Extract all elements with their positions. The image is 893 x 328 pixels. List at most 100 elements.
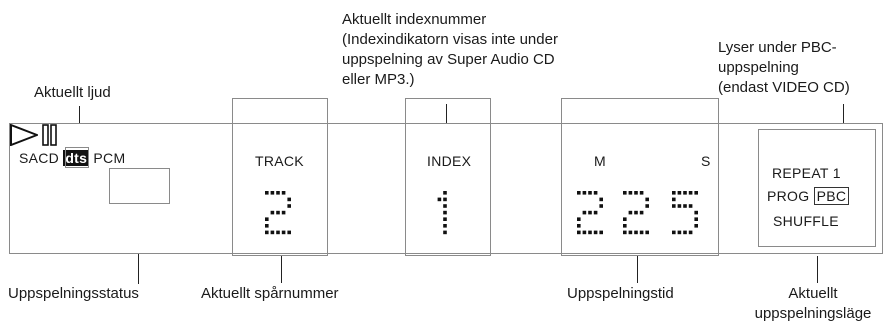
mode-box <box>758 129 876 247</box>
digit-dot <box>634 230 638 235</box>
leader-line-track <box>281 256 282 283</box>
current-track-annotation: Aktuellt spårnummer <box>201 285 339 302</box>
digit-dot <box>577 191 581 195</box>
display-panel: SACD dts PCM TRACK 2 INDEX 1 M S 2 2 5 R… <box>9 98 883 256</box>
index-label: INDEX <box>427 153 472 169</box>
repeat-number: 1 <box>832 165 841 181</box>
pbc-annotation-line: Lyser under PBC- <box>718 39 837 56</box>
digit-dot <box>688 204 693 208</box>
prog-indicator: PROG PBC <box>767 187 850 205</box>
digit-dot <box>599 204 603 208</box>
digit-dot <box>443 191 447 195</box>
digit-dot <box>287 204 291 208</box>
digit-dot <box>287 230 291 235</box>
digit-dot <box>270 230 275 235</box>
digit-dot <box>588 230 592 235</box>
digit-dot <box>593 230 598 235</box>
digit-dot <box>443 217 447 221</box>
digit-dot <box>645 230 649 235</box>
digit-dot <box>672 204 676 208</box>
minutes-label: M <box>594 153 606 169</box>
digit-dot <box>677 191 682 195</box>
digit-dot <box>672 191 676 195</box>
pbc-annotation: Lyser under PBC- uppspelning (endast VID… <box>718 38 850 98</box>
digit-dot <box>276 191 280 195</box>
time-digit-seconds-ones: 5 <box>672 191 698 235</box>
digit-dot <box>694 210 698 215</box>
digit-dot <box>672 197 676 202</box>
digit-dot <box>265 191 269 195</box>
pbc-annotation-line: uppspelning <box>718 59 799 76</box>
audio-highlight-box <box>65 147 89 168</box>
digit-dot <box>628 191 633 195</box>
seconds-label: S <box>701 153 711 169</box>
digit-dot <box>677 230 682 235</box>
digit-dot <box>623 224 627 228</box>
digit-dot <box>270 191 275 195</box>
digit-dot <box>276 230 280 235</box>
pbc-label: PBC <box>813 187 850 205</box>
digit-dot <box>593 191 598 195</box>
current-sound-annotation: Aktuellt ljud <box>34 84 111 101</box>
digit-dot <box>628 230 633 235</box>
digit-dot <box>634 191 638 195</box>
current-mode-annotation-line: uppspelningsläge <box>754 305 872 322</box>
digit-dot <box>577 230 581 235</box>
playback-time-annotation: Uppspelningstid <box>567 285 674 302</box>
time-digit-minutes: 2 <box>577 191 603 235</box>
digit-dot <box>683 204 687 208</box>
dts-indicator: dts <box>63 150 90 166</box>
digit-dot <box>628 210 633 215</box>
digit-dot <box>265 224 269 228</box>
index-annotation-line: (Indexindikatorn visas inte under <box>342 31 558 48</box>
digit-dot <box>672 230 676 235</box>
digit-dot <box>443 224 447 228</box>
playback-status-box <box>109 168 170 204</box>
track-label: TRACK <box>255 153 304 169</box>
digit-dot <box>683 191 687 195</box>
leader-line-index <box>446 104 447 130</box>
digit-dot <box>623 230 627 235</box>
time-digit-seconds-tens: 2 <box>623 191 649 235</box>
track-box <box>232 98 328 256</box>
digit-dot <box>677 204 682 208</box>
leader-line-mode <box>817 256 818 283</box>
digit-dot <box>634 210 638 215</box>
sacd-indicator: SACD <box>19 150 60 166</box>
digit-dot <box>443 204 447 208</box>
digit-dot <box>281 230 286 235</box>
prog-label: PROG <box>767 188 810 204</box>
digit-dot <box>588 210 592 215</box>
digit-dot <box>437 197 442 202</box>
digit-dot <box>623 191 627 195</box>
track-number: 2 <box>265 191 291 235</box>
digit-dot <box>582 191 587 195</box>
digit-dot <box>443 197 447 202</box>
playback-status-annotation: Uppspelningsstatus <box>8 285 139 302</box>
leader-line-time <box>637 256 638 283</box>
audio-format-indicators: SACD dts PCM <box>19 150 125 166</box>
digit-dot <box>577 224 581 228</box>
digit-dot <box>588 191 592 195</box>
digit-dot <box>593 210 598 215</box>
digit-dot <box>287 197 291 202</box>
digit-dot <box>577 217 581 221</box>
digit-dot <box>688 191 693 195</box>
digit-dot <box>639 191 644 195</box>
index-annotation: Aktuellt indexnummer (Indexindikatorn vi… <box>342 10 558 90</box>
pause-icon <box>42 124 58 146</box>
digit-dot <box>639 210 644 215</box>
digit-dot <box>645 204 649 208</box>
shuffle-indicator: SHUFFLE <box>773 213 839 229</box>
digit-dot <box>582 230 587 235</box>
repeat-indicator: REPEAT 1 <box>772 165 841 181</box>
digit-dot <box>265 230 269 235</box>
digit-dot <box>599 197 603 202</box>
current-mode-annotation: Aktuellt uppspelningsläge <box>738 284 888 324</box>
digit-dot <box>639 230 644 235</box>
repeat-label: REPEAT <box>772 165 829 181</box>
digit-dot <box>694 191 698 195</box>
index-number: 1 <box>437 191 447 235</box>
index-box <box>405 98 491 256</box>
digit-dot <box>694 217 698 221</box>
